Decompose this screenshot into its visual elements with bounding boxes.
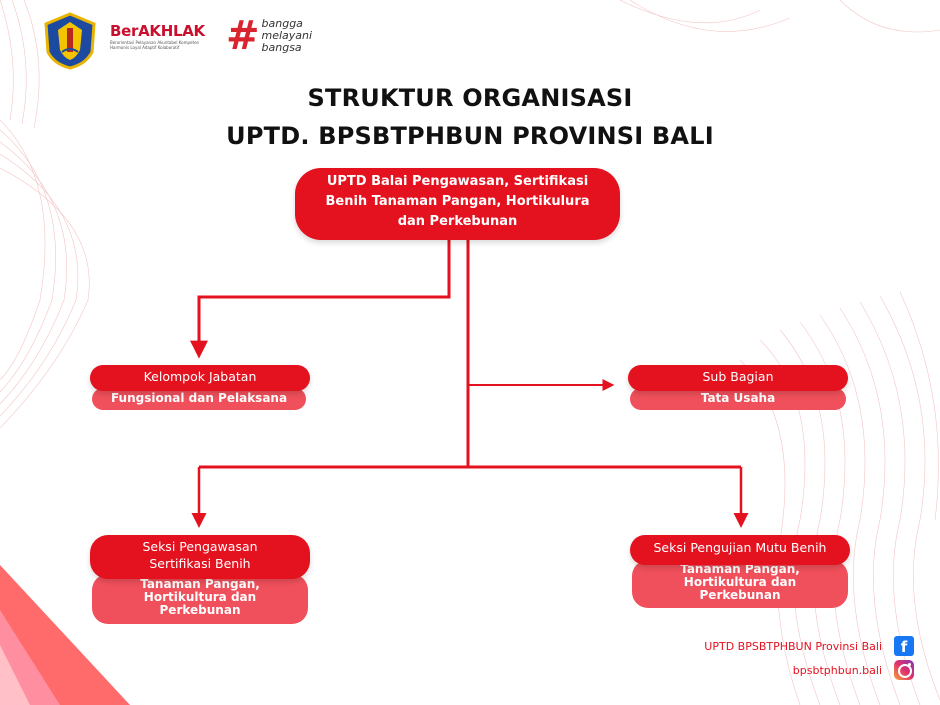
facebook-link[interactable]: UPTD BPSBTPHBUN Provinsi Bali f xyxy=(704,636,914,656)
seksi-pengawasan-body: Tanaman Pangan, Hortikultura dan Perkebu… xyxy=(92,574,308,624)
uptd-line-3: dan Perkebunan xyxy=(295,212,620,232)
seksi-pengujian-body: Tanaman Pangan, Hortikultura dan Perkebu… xyxy=(632,560,848,608)
uptd-line-1: UPTD Balai Pengawasan, Sertifikasi xyxy=(295,172,620,192)
facebook-text: UPTD BPSBTPHBUN Provinsi Bali xyxy=(704,640,882,653)
instagram-link[interactable]: bpsbtphbun.bali xyxy=(793,660,914,680)
sub-bagian-body: Tata Usaha xyxy=(630,388,846,410)
facebook-icon: f xyxy=(894,636,914,656)
connector-to-kelompok xyxy=(199,240,449,355)
seksi-pengawasan-body-line-3: Perkebunan xyxy=(92,604,308,617)
seksi-pengujian-head: Seksi Pengujian Mutu Benih xyxy=(630,535,850,565)
seksi-pengawasan-head-line-1: Seksi Pengawasan xyxy=(90,538,310,555)
instagram-icon xyxy=(894,660,914,680)
org-node-uptd: UPTD Balai Pengawasan, Sertifikasi Benih… xyxy=(295,168,620,240)
instagram-text: bpsbtphbun.bali xyxy=(793,664,882,677)
seksi-pengawasan-head-line-2: Sertifikasi Benih xyxy=(90,555,310,572)
seksi-pengujian-body-line-3: Perkebunan xyxy=(632,589,848,602)
sub-bagian-head: Sub Bagian xyxy=(628,365,848,391)
uptd-line-2: Benih Tanaman Pangan, Hortikulura xyxy=(295,192,620,212)
seksi-pengawasan-head: Seksi Pengawasan Sertifikasi Benih xyxy=(90,535,310,579)
kelompok-jabatan-body: Fungsional dan Pelaksana xyxy=(92,388,306,410)
kelompok-jabatan-head: Kelompok Jabatan xyxy=(90,365,310,391)
